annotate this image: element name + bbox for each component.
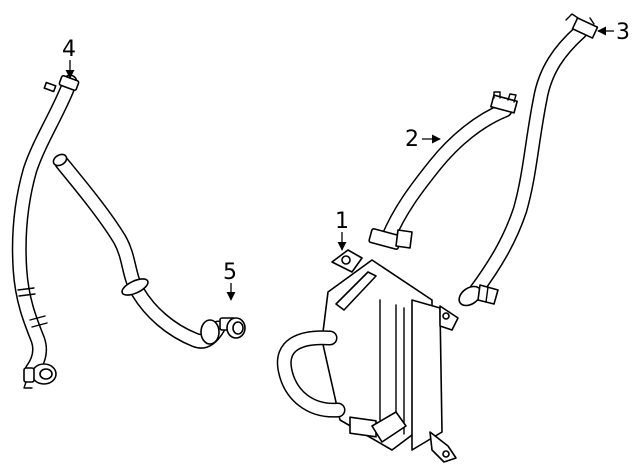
svg-text:2: 2 bbox=[405, 127, 419, 152]
svg-text:3: 3 bbox=[616, 20, 630, 45]
svg-text:5: 5 bbox=[223, 260, 237, 285]
hose-part-2[interactable] bbox=[368, 91, 518, 250]
hose-part-5[interactable] bbox=[51, 152, 246, 349]
oil-cooler-part-1[interactable] bbox=[276, 249, 459, 463]
svg-text:1: 1 bbox=[335, 209, 349, 234]
svg-text:4: 4 bbox=[62, 37, 76, 62]
hose-part-3[interactable] bbox=[456, 13, 599, 309]
callout-1: 1 bbox=[335, 209, 349, 251]
callout-5: 5 bbox=[223, 260, 237, 301]
callout-2: 2 bbox=[405, 127, 441, 152]
hose-part-4[interactable] bbox=[11, 74, 80, 389]
callout-3: 3 bbox=[597, 20, 630, 45]
callout-4: 4 bbox=[62, 37, 76, 79]
